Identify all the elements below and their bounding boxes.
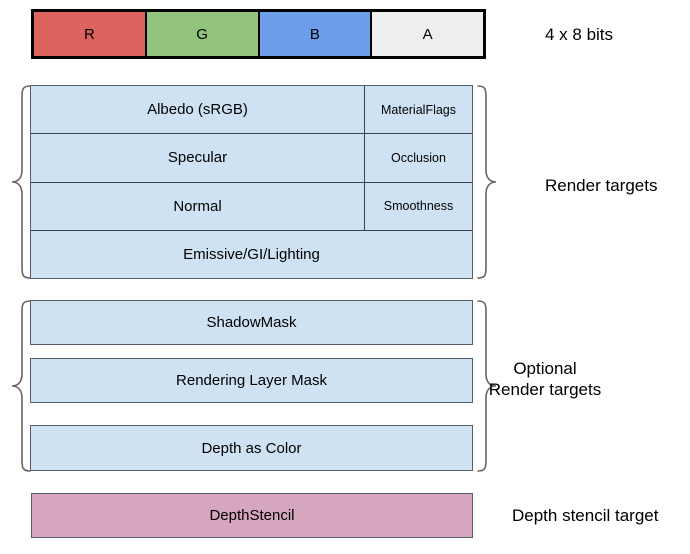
render-target-specular: Specular bbox=[31, 134, 365, 182]
render-targets-table: Albedo (sRGB) MaterialFlags Specular Occ… bbox=[30, 85, 473, 279]
render-target-albedo: Albedo (sRGB) bbox=[31, 86, 365, 134]
channel-label-r: R bbox=[83, 25, 95, 43]
channel-cell-a: A bbox=[372, 12, 483, 56]
depth-stencil-label: DepthStencil bbox=[209, 507, 295, 524]
caption-depth-stencil-target: Depth stencil target bbox=[512, 506, 659, 525]
channel-label-a: A bbox=[422, 25, 433, 43]
channel-label-g: G bbox=[196, 25, 208, 43]
brace-optional-render-targets-left bbox=[10, 299, 32, 473]
brace-render-targets-left bbox=[10, 84, 32, 280]
render-target-smoothness: Smoothness bbox=[383, 199, 454, 214]
rgba-channel-bar: R G B A bbox=[31, 9, 486, 59]
optional-render-target-rendering-layer-mask: Rendering Layer Mask bbox=[30, 358, 473, 403]
render-target-occlusion: Occlusion bbox=[391, 150, 446, 165]
caption-optional-render-targets: Optional Render targets bbox=[488, 359, 602, 399]
render-target-emissive-gi-lighting: Emissive/GI/Lighting bbox=[183, 245, 320, 263]
channel-cell-r: R bbox=[34, 12, 147, 56]
render-target-normal: Normal bbox=[31, 182, 365, 230]
table-row: Emissive/GI/Lighting bbox=[31, 231, 472, 278]
render-target-material-flags: MaterialFlags bbox=[380, 102, 457, 117]
depth-stencil-box: DepthStencil bbox=[31, 493, 473, 538]
table-row: Normal Smoothness bbox=[31, 182, 472, 231]
caption-bit-depth: 4 x 8 bits bbox=[545, 25, 614, 44]
optional-render-target-label: ShadowMask bbox=[206, 314, 297, 331]
brace-render-targets-right bbox=[476, 84, 498, 280]
brace-optional-render-targets-right bbox=[476, 299, 498, 473]
optional-render-target-label: Rendering Layer Mask bbox=[176, 372, 327, 389]
table-row: Albedo (sRGB) MaterialFlags bbox=[31, 86, 472, 135]
optional-render-target-label: Depth as Color bbox=[201, 439, 302, 457]
optional-render-target-shadowmask: ShadowMask bbox=[30, 300, 473, 345]
caption-render-targets: Render targets bbox=[545, 176, 658, 195]
channel-cell-g: G bbox=[146, 12, 260, 56]
channel-label-b: B bbox=[309, 25, 320, 43]
channel-cell-b: B bbox=[259, 12, 373, 56]
optional-render-target-depth-as-color: Depth as Color bbox=[30, 425, 473, 471]
table-row: Specular Occlusion bbox=[31, 134, 472, 183]
